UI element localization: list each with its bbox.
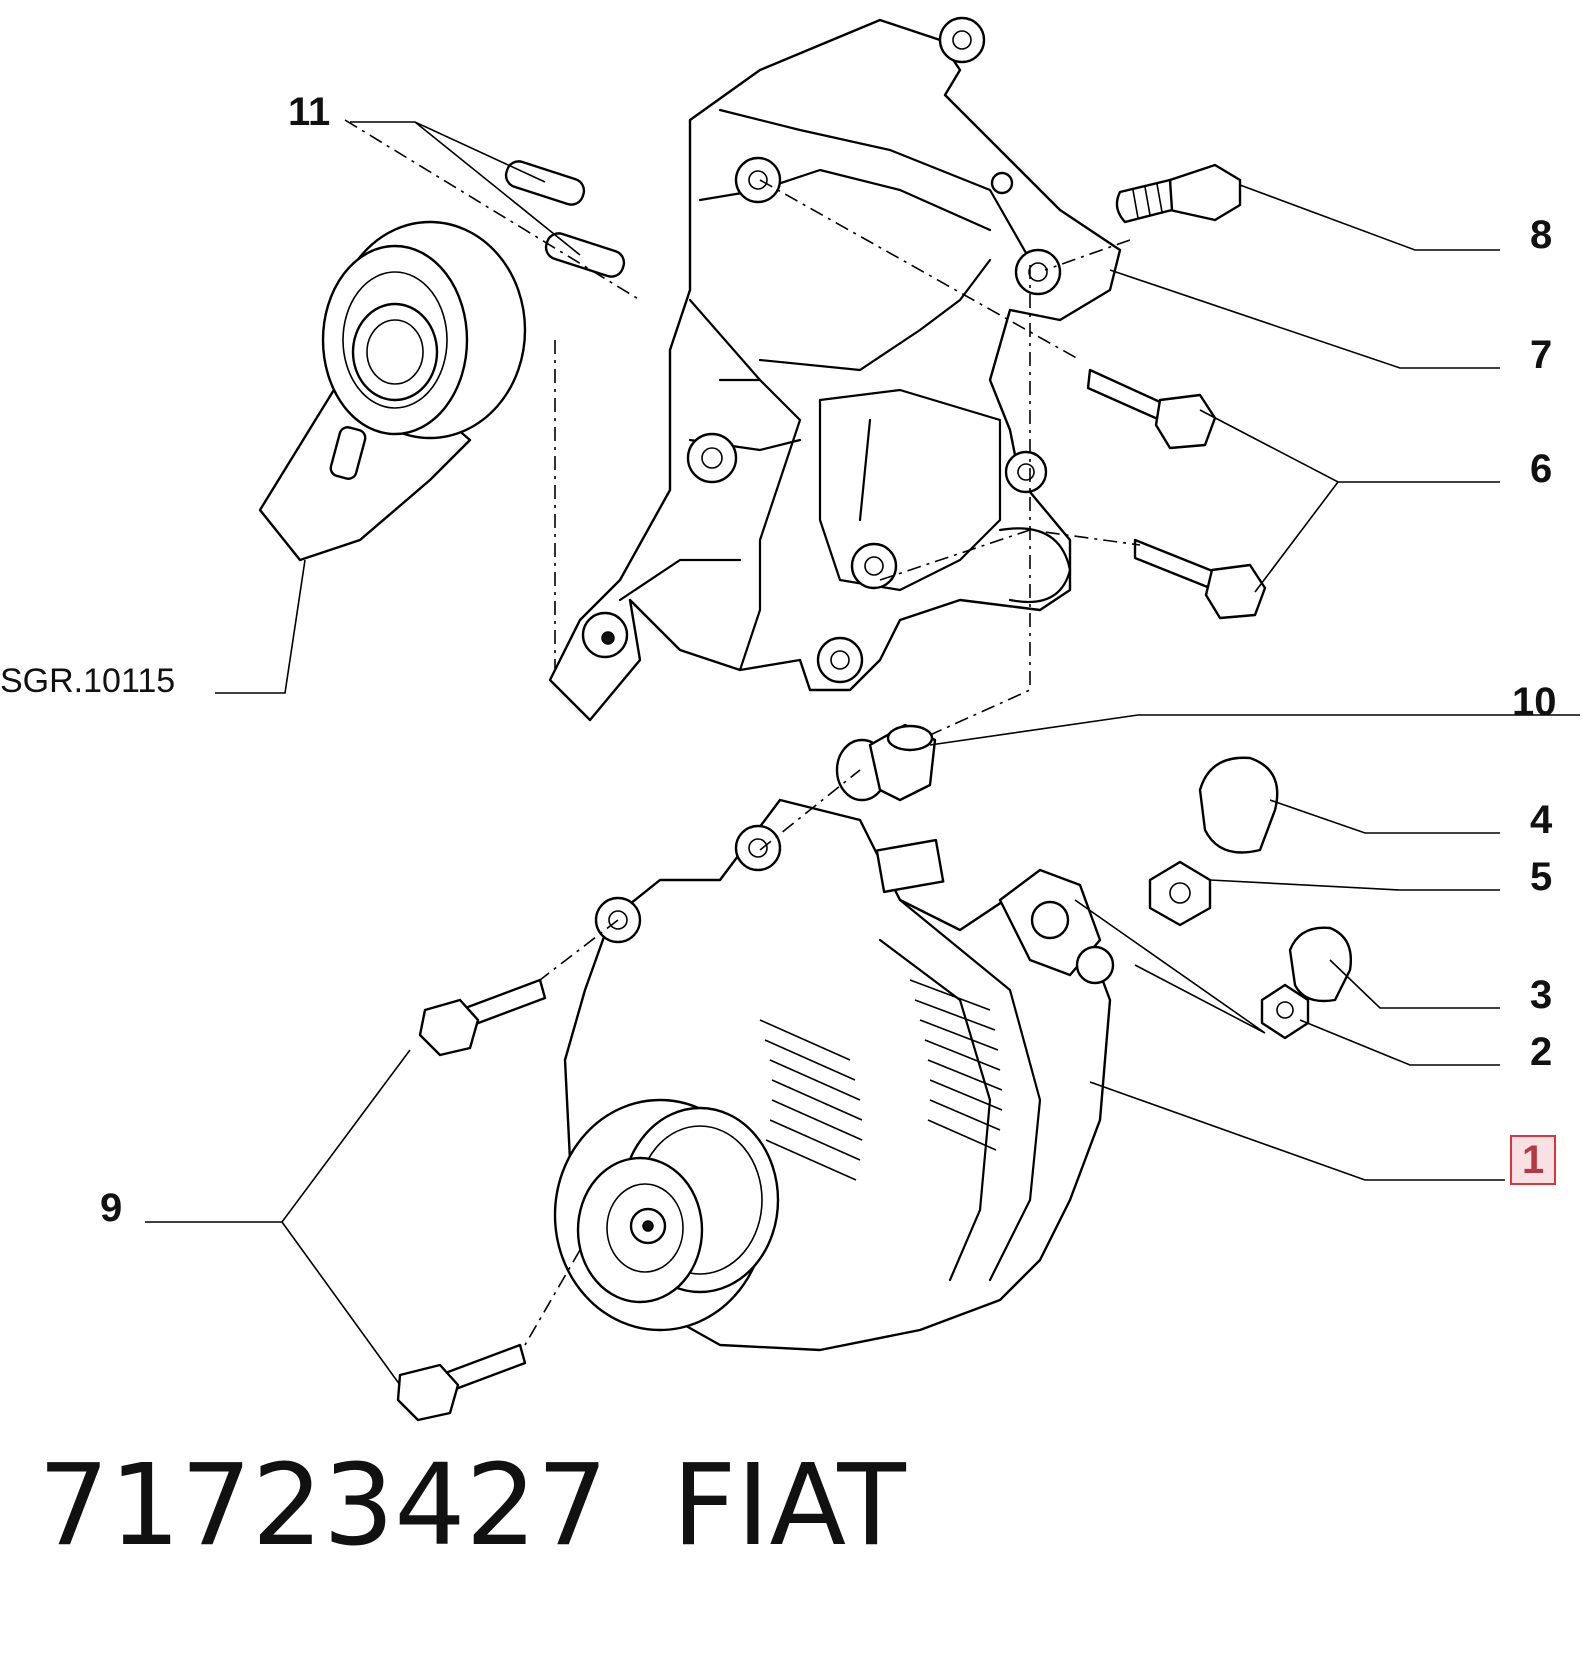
callout-11: 11: [288, 90, 331, 134]
brand-name: FIAT: [672, 1441, 906, 1571]
dowel-pins: [504, 160, 626, 278]
callout-2: 2: [1530, 1030, 1553, 1074]
mounting-bracket: [548, 16, 1122, 722]
callout-sgr-reference: SGR.10115: [0, 662, 176, 700]
bush-10: [835, 723, 937, 802]
leader-lines: [145, 121, 1580, 1386]
callout-10: 10: [1512, 680, 1557, 724]
callout-3: 3: [1530, 973, 1553, 1017]
callout-8: 8: [1530, 213, 1553, 257]
caps-and-nuts: [1148, 756, 1352, 1040]
callout-4: 4: [1530, 798, 1553, 842]
callout-9: 9: [100, 1186, 123, 1230]
screw-8: [1115, 163, 1242, 224]
alignment-lines: [344, 119, 1141, 1346]
alternator: [553, 798, 1115, 1352]
tensioner-pulley: [258, 220, 527, 562]
screws-6: [1086, 368, 1267, 620]
callout-1-highlighted[interactable]: 1: [1510, 1135, 1557, 1185]
screws-9: [396, 978, 547, 1422]
callout-7: 7: [1530, 333, 1553, 377]
part-number: 71723427: [38, 1441, 609, 1571]
callout-5: 5: [1530, 855, 1553, 899]
callout-6: 6: [1530, 447, 1553, 491]
